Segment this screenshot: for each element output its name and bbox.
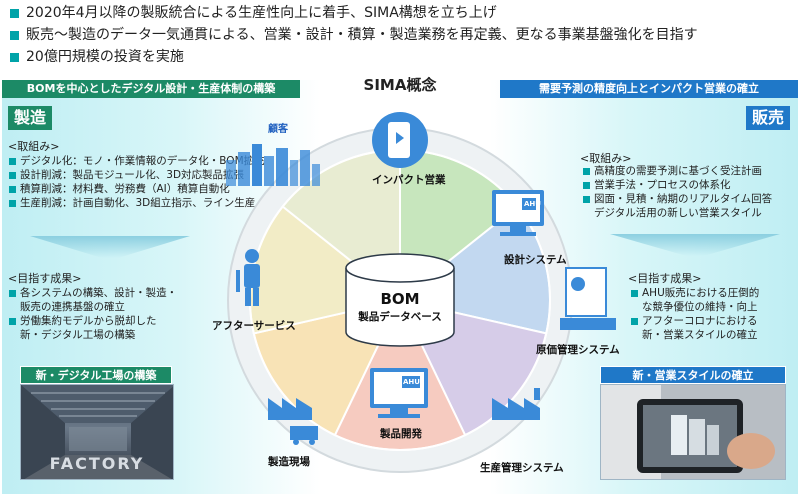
ahu-label: AHU <box>524 200 541 208</box>
segment-label-production-management: 生産管理システム <box>480 462 564 474</box>
list-item-text: 販売の連携基盤の確立 <box>20 301 125 313</box>
segment-label-impact-sales: インパクト営業 <box>372 174 446 186</box>
sales-efforts-list: 高精度の需要予測に基づく受注計画 営業手法・プロセスの体系化 図面・見積・納期の… <box>582 164 772 220</box>
list-item-text: 新・営業スタイルの確立 <box>642 329 758 341</box>
list-item-text: AHU販売における圧倒的 <box>642 287 760 299</box>
list-item: 生産削減：計画自動化、3D組立指示、ライン生産 <box>8 196 265 210</box>
summary-bullet: 2020年4月以降の製販統合による生産性向上に着手、SIMA構想を立ち上げ <box>8 2 798 24</box>
manufacturing-efforts-list: デジタル化：モノ・作業情報のデータ化・BOM拡充 設計削減：製品モジュール化、3… <box>8 154 265 210</box>
segment-label-product-development: 製品開発 <box>380 428 422 440</box>
factory-photo-text: FACTORY <box>49 454 145 473</box>
summary-bullet: 販売～製造のデータ一気通貫による、営業・設計・積算・製造業務を再定義、更なる事業… <box>8 24 798 46</box>
segment-label-cost-management: 原価管理システム <box>536 344 620 356</box>
summary-bullet-text: 販売～製造のデータ一気通貫による、営業・設計・積算・製造業務を再定義、更なる事業… <box>26 27 698 43</box>
manufacturing-goals-heading: <目指す成果> <box>8 272 82 285</box>
bullet-square-icon <box>9 318 16 325</box>
list-item-text: 積算削減：材料費、労務費（AI）積算自動化 <box>20 183 230 195</box>
list-item-text: な競争優位の維持・向上 <box>642 301 758 313</box>
list-item: 各システムの構築、設計・製造・ <box>8 286 177 300</box>
manufacturing-tag: 製造 <box>8 106 53 130</box>
segment-label-factory-floor: 製造現場 <box>268 456 310 468</box>
list-item-text: 労働集約モデルから脱却した <box>20 315 157 327</box>
list-item: AHU販売における圧倒的 <box>630 286 759 300</box>
list-item: アフターコロナにおける <box>630 314 759 328</box>
bullet-square-icon <box>10 31 19 40</box>
list-item: 高精度の需要予測に基づく受注計画 <box>582 164 772 178</box>
bullet-square-icon <box>9 172 16 179</box>
list-item: 販売の連携基盤の確立 <box>8 300 177 314</box>
factory-photo: FACTORY <box>20 384 174 480</box>
sales-goals-heading: <目指す成果> <box>628 272 702 285</box>
list-item: デジタル活用の新しい営業スタイル <box>582 206 772 220</box>
list-item-text: デジタル化：モノ・作業情報のデータ化・BOM拡充 <box>20 155 265 167</box>
list-item: な競争優位の維持・向上 <box>630 300 759 314</box>
list-item: 新・営業スタイルの確立 <box>630 328 759 342</box>
sima-concept-title: SIMA概念 <box>363 76 437 94</box>
tablet-ar-image <box>601 385 785 479</box>
manufacturing-efforts-heading: <取組み> <box>8 140 60 153</box>
list-item: 設計削減：製品モジュール化、3D対応製品拡張 <box>8 168 265 182</box>
summary-bullets: 2020年4月以降の製販統合による生産性向上に着手、SIMA構想を立ち上げ 販売… <box>8 2 798 68</box>
bullet-square-icon <box>631 290 638 297</box>
manufacturing-header-bar: BOMを中心としたデジタル設計・生産体制の構築 <box>2 80 300 98</box>
bullet-square-icon <box>631 318 638 325</box>
list-item-text: 営業手法・プロセスの体系化 <box>594 179 731 191</box>
manufacturing-goals-list: 各システムの構築、設計・製造・ 販売の連携基盤の確立 労働集約モデルから脱却した… <box>8 286 177 342</box>
sales-tag: 販売 <box>745 106 790 130</box>
digital-factory-banner: 新・デジタル工場の構築 <box>20 366 172 384</box>
list-item-text: 設計削減：製品モジュール化、3D対応製品拡張 <box>20 169 245 181</box>
bullet-square-icon <box>583 168 590 175</box>
sales-header-bar: 需要予測の精度向上とインパクト営業の確立 <box>500 80 798 98</box>
list-item: 労働集約モデルから脱却した <box>8 314 177 328</box>
bullet-square-icon <box>10 53 19 62</box>
list-item-text: 生産削減：計画自動化、3D組立指示、ライン生産 <box>20 197 256 209</box>
list-item: デジタル化：モノ・作業情報のデータ化・BOM拡充 <box>8 154 265 168</box>
list-item: 新・デジタル工場の構築 <box>8 328 177 342</box>
sales-style-banner: 新・営業スタイルの確立 <box>600 366 786 384</box>
list-item: 積算削減：材料費、労務費（AI）積算自動化 <box>8 182 265 196</box>
list-item: 営業手法・プロセスの体系化 <box>582 178 772 192</box>
sales-goals-list: AHU販売における圧倒的 な競争優位の維持・向上 アフターコロナにおける 新・営… <box>630 286 759 342</box>
segment-label-design-system: 設計システム <box>504 254 567 266</box>
product-dev-computer-icon <box>370 368 428 418</box>
list-item-text: 高精度の需要予測に基づく受注計画 <box>594 165 762 177</box>
summary-bullet-text: 2020年4月以降の製販統合による生産性向上に着手、SIMA構想を立ち上げ <box>26 5 497 21</box>
product-database-label: 製品データベース <box>358 311 442 323</box>
bullet-square-icon <box>10 9 19 18</box>
list-item-text: アフターコロナにおける <box>642 315 758 327</box>
sales-efforts-heading: <取組み> <box>580 152 632 165</box>
summary-bullet: 20億円規模の投資を実施 <box>8 46 798 68</box>
bullet-square-icon <box>9 158 16 165</box>
list-item-text: 新・デジタル工場の構築 <box>20 329 136 341</box>
bullet-square-icon <box>9 200 16 207</box>
segment-label-after-service: アフターサービス <box>212 320 296 332</box>
factory-interior-image <box>21 385 173 479</box>
bom-label: BOM <box>380 290 420 308</box>
bullet-square-icon <box>9 290 16 297</box>
bullet-square-icon <box>583 182 590 189</box>
ahu-label: AHU <box>403 378 420 386</box>
bullet-square-icon <box>9 186 16 193</box>
customer-label: 顧客 <box>268 124 288 135</box>
bullet-square-icon <box>583 196 590 203</box>
list-item: 図面・見積・納期のリアルタイム回答 <box>582 192 772 206</box>
list-item-text: 各システムの構築、設計・製造・ <box>20 287 178 299</box>
smartphone-icon <box>372 112 428 168</box>
list-item-text: デジタル活用の新しい営業スタイル <box>594 207 762 219</box>
summary-bullet-text: 20億円規模の投資を実施 <box>26 49 184 65</box>
list-item-text: 図面・見積・納期のリアルタイム回答 <box>594 193 773 205</box>
tablet-ar-photo <box>600 384 786 480</box>
